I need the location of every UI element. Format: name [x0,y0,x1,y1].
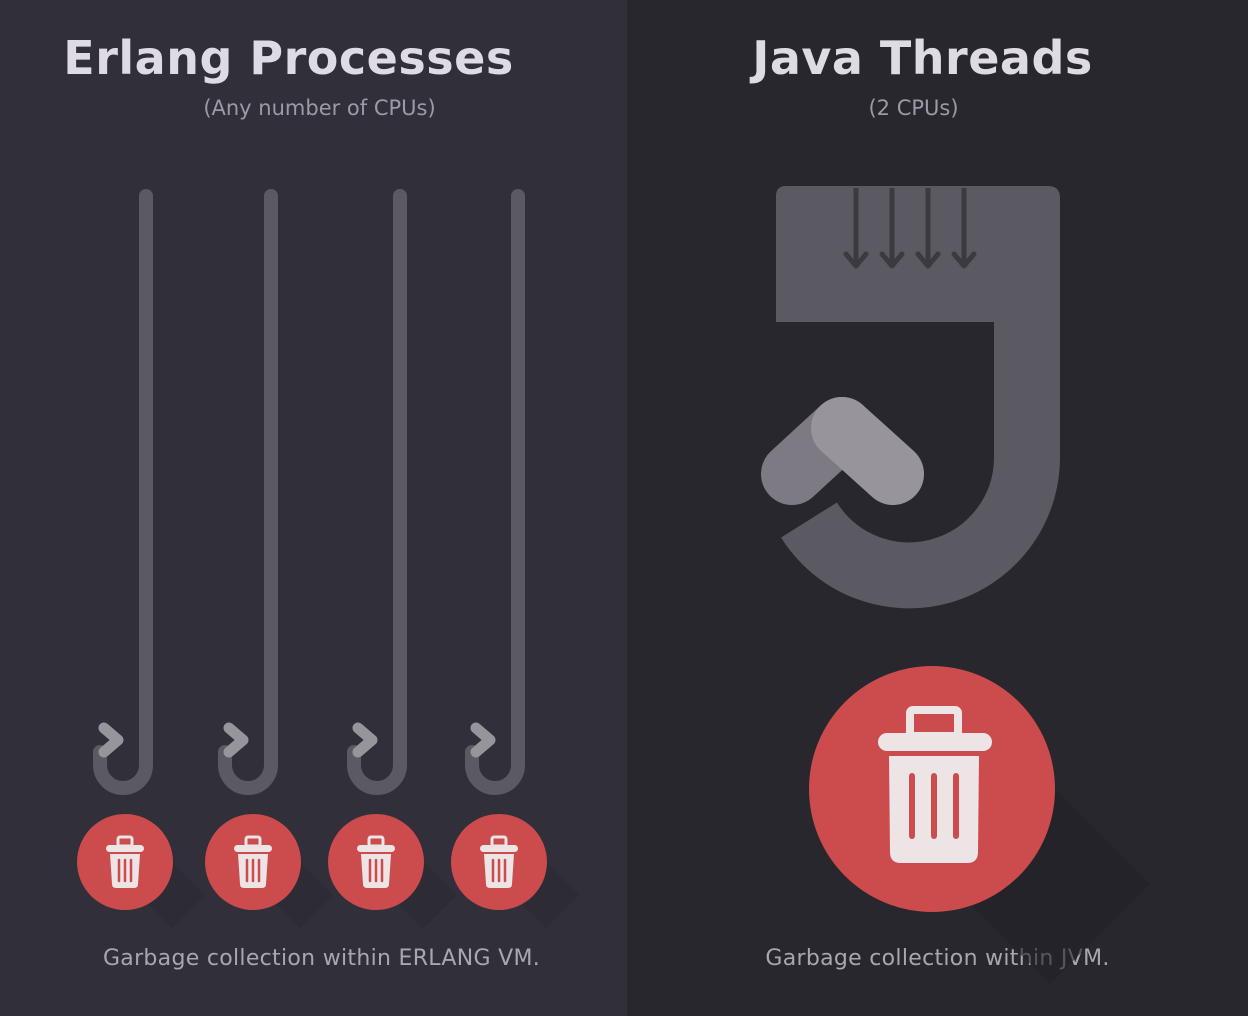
trash-can-icon [357,835,395,888]
erlang-subtitle: (Any number of CPUs) [203,96,436,120]
curved-arrow-icon [218,189,278,795]
erlang-trash-4 [451,814,579,928]
curved-arrow-icon [347,189,407,795]
trash-can-icon [106,835,144,888]
trash-can-icon [480,835,518,888]
erlang-trash-1 [77,814,205,928]
j-curve-arrow-icon [761,186,1060,609]
erlang-process-3 [347,189,407,795]
java-subtitle: (2 CPUs) [868,96,959,120]
jvm-trash [809,666,1150,984]
java-thread-pool [761,186,1060,609]
trash-can-icon [878,706,992,863]
curved-arrow-icon [465,189,525,795]
thread-arrow-4 [951,188,977,269]
thread-arrow-3 [915,188,941,269]
erlang-trash-3 [328,814,456,928]
thread-arrow-2 [879,188,905,269]
thread-arrow-1 [843,188,869,269]
curved-arrow-icon [93,189,153,795]
java-title: Java Threads [752,31,1093,85]
erlang-process-2 [218,189,278,795]
erlang-process-1 [93,189,153,795]
erlang-title: Erlang Processes [63,31,514,85]
erlang-process-4 [465,189,525,795]
erlang-trash-2 [205,814,333,928]
erlang-caption: Garbage collection within ERLANG VM. [102,946,541,971]
trash-can-icon [234,835,272,888]
